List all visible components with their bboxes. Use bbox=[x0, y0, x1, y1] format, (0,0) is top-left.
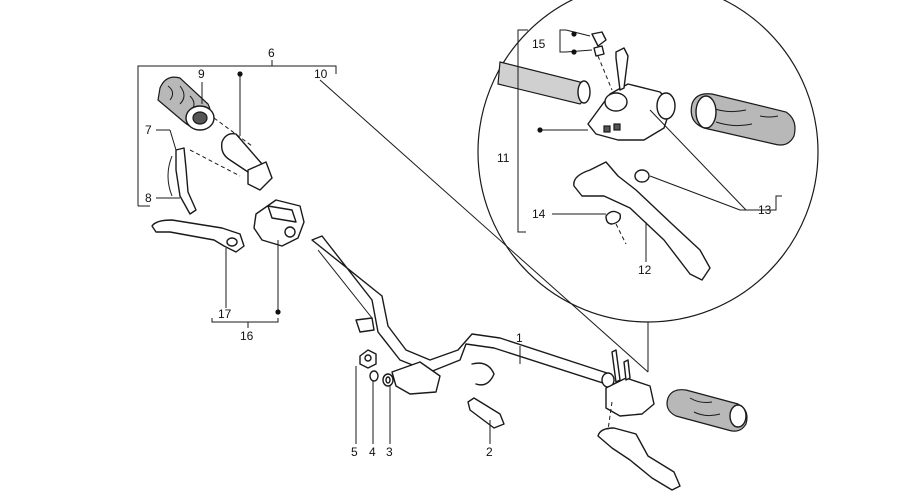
left-grip-assembly bbox=[157, 76, 273, 215]
callout-8: 8 bbox=[145, 191, 152, 205]
callout-13: 13 bbox=[758, 203, 772, 217]
dot-markers bbox=[237, 31, 577, 315]
callout-9: 9 bbox=[198, 67, 205, 81]
callout-6: 6 bbox=[268, 46, 275, 60]
callout-17: 17 bbox=[218, 307, 232, 321]
detail-contents bbox=[497, 31, 796, 281]
left-lever-assembly bbox=[151, 199, 305, 253]
callout-11: 11 bbox=[497, 151, 510, 165]
callout-7: 7 bbox=[145, 123, 152, 137]
handlebar-tube bbox=[311, 235, 615, 395]
callout-2: 2 bbox=[486, 445, 493, 459]
callout-labels: 1 2 3 4 5 6 7 8 9 10 11 12 13 14 15 16 1… bbox=[145, 37, 772, 459]
callout-1: 1 bbox=[516, 331, 523, 345]
callout-5: 5 bbox=[351, 445, 358, 459]
callout-3: 3 bbox=[386, 445, 393, 459]
callout-12: 12 bbox=[638, 263, 652, 277]
callout-10: 10 bbox=[314, 67, 328, 81]
callout-4: 4 bbox=[369, 445, 376, 459]
callout-14: 14 bbox=[532, 207, 546, 221]
fasteners bbox=[359, 349, 505, 429]
right-lever-assembly bbox=[597, 349, 748, 491]
detail-magnifier bbox=[319, 0, 819, 373]
callout-15: 15 bbox=[532, 37, 546, 51]
callout-16: 16 bbox=[240, 329, 254, 343]
leader-lines bbox=[137, 29, 782, 444]
